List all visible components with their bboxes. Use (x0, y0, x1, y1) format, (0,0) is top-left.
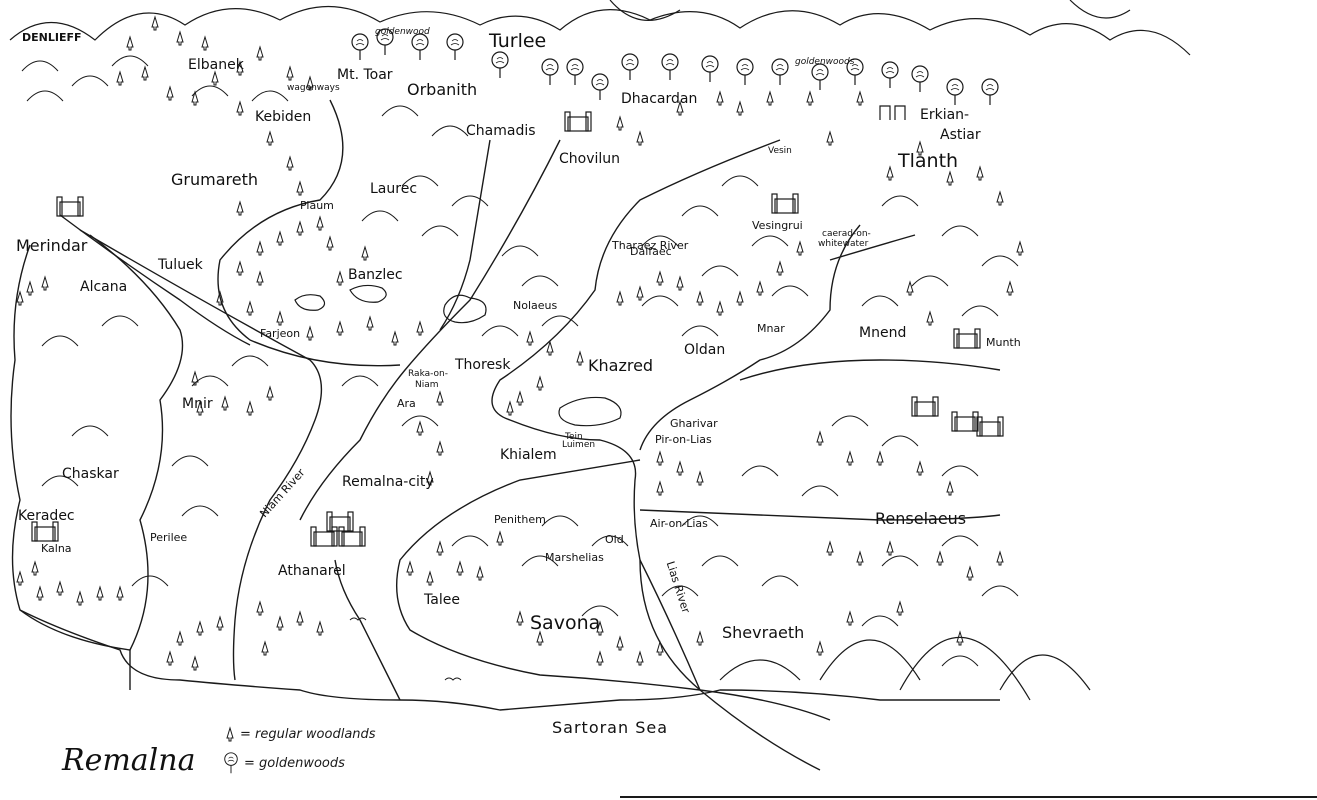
label-tuluek: Tuluek (158, 257, 203, 273)
label-khialem: Khialem (500, 447, 557, 463)
label-luimen: Luimen (562, 440, 596, 450)
label-piaum: Piaum (300, 199, 334, 212)
label-oldan: Oldan (684, 342, 726, 358)
label-elbanek: Elbanek (188, 57, 244, 73)
label-astiar: Astiar (940, 127, 981, 143)
southern-mountains (719, 636, 1091, 701)
label-raka-2: Niam (415, 380, 439, 390)
label-mnar: Mnar (757, 322, 785, 335)
label-mt-toar: Mt. Toar (337, 67, 393, 83)
label-farjeon: Farjeon (260, 327, 301, 340)
label-merindar: Merindar (16, 236, 88, 255)
label-khazred: Khazred (588, 356, 654, 375)
label-perilee: Perilee (150, 531, 188, 544)
label-athanarel: Athanarel (278, 563, 346, 579)
label-pir-on-lias: Pir-on-Lias (655, 433, 712, 446)
legend-regular-woodlands: = regular woodlands (224, 726, 376, 742)
label-goldenwoods-2: goldenwoods (795, 57, 855, 67)
label-lake-dots: Tein (565, 432, 583, 442)
round-tree-icon (224, 752, 238, 774)
label-tlanth: Tlanth (898, 150, 959, 172)
hills (21, 55, 1019, 667)
label-caerad-2: whitewater (818, 239, 869, 249)
label-mnir: Mnir (182, 396, 213, 412)
label-erkian: Erkian- (920, 107, 970, 123)
label-marshelias: Marshelias (545, 551, 604, 564)
label-wagonways: wagonways (287, 83, 340, 93)
label-denlieff: DENLIEFF (22, 31, 82, 44)
label-keradec: Keradec (18, 508, 75, 524)
legend-goldenwoods-label: = goldenwoods (244, 755, 345, 771)
pine-tree-icon (226, 727, 234, 742)
label-goldenwood-1: goldenwood (375, 27, 430, 37)
label-old: Old (605, 533, 624, 546)
label-dhacardan: Dhacardan (621, 91, 698, 107)
label-kebiden: Kebiden (255, 109, 312, 125)
label-talee: Talee (424, 592, 460, 608)
label-raka-1: Raka-on- (408, 369, 449, 379)
label-nolaeus: Nolaeus (513, 299, 558, 312)
label-air-on-lias: Air-on-Lias (650, 517, 708, 530)
label-chovilun: Chovilun (559, 151, 621, 167)
legend-goldenwoods: = goldenwoods (222, 752, 345, 774)
label-turlee: Turlee (489, 30, 547, 52)
label-orbanith: Orbanith (407, 80, 478, 99)
label-renselaeus: Renselaeus (875, 509, 967, 528)
label-remalna-city: Remalna-city (342, 474, 434, 490)
label-gharivar: Gharivar (670, 417, 718, 430)
label-penithem: Penithem (494, 513, 546, 526)
label-chaskar: Chaskar (62, 466, 119, 482)
lakes (294, 284, 622, 427)
label-vesin: Vesin (768, 146, 792, 156)
castles (31, 105, 1004, 547)
label-savona: Savona (530, 612, 601, 634)
regular-woodlands (16, 16, 1024, 671)
label-sartoran-sea: Sartoran Sea (552, 718, 669, 737)
sea-waves (349, 617, 462, 681)
label-shevraeth: Shevraeth (722, 623, 805, 642)
label-kalna: Kalna (41, 542, 72, 555)
label-munth: Munth (986, 336, 1021, 349)
label-caerad-1: caerad-on- (822, 229, 871, 239)
northern-mountains (9, 0, 1191, 56)
label-thoresk: Thoresk (455, 357, 511, 373)
label-alcana: Alcana (80, 279, 128, 295)
label-banzlec: Banzlec (348, 267, 403, 283)
label-vesingrui: Vesingrui (752, 219, 803, 232)
label-mnend: Mnend (859, 325, 907, 341)
map-title: Remalna (62, 743, 196, 778)
label-tharaez-river: Tharaez River (612, 239, 689, 252)
label-laurec: Laurec (370, 181, 418, 197)
label-grumareth: Grumareth (171, 170, 258, 189)
legend-regular-woodlands-label: = regular woodlands (240, 726, 376, 742)
rivers-and-borders (10, 99, 1001, 771)
label-chamadis: Chamadis (466, 123, 536, 139)
label-ara: Ara (397, 397, 416, 410)
label-dalfaec: Dalfaec (630, 245, 672, 258)
